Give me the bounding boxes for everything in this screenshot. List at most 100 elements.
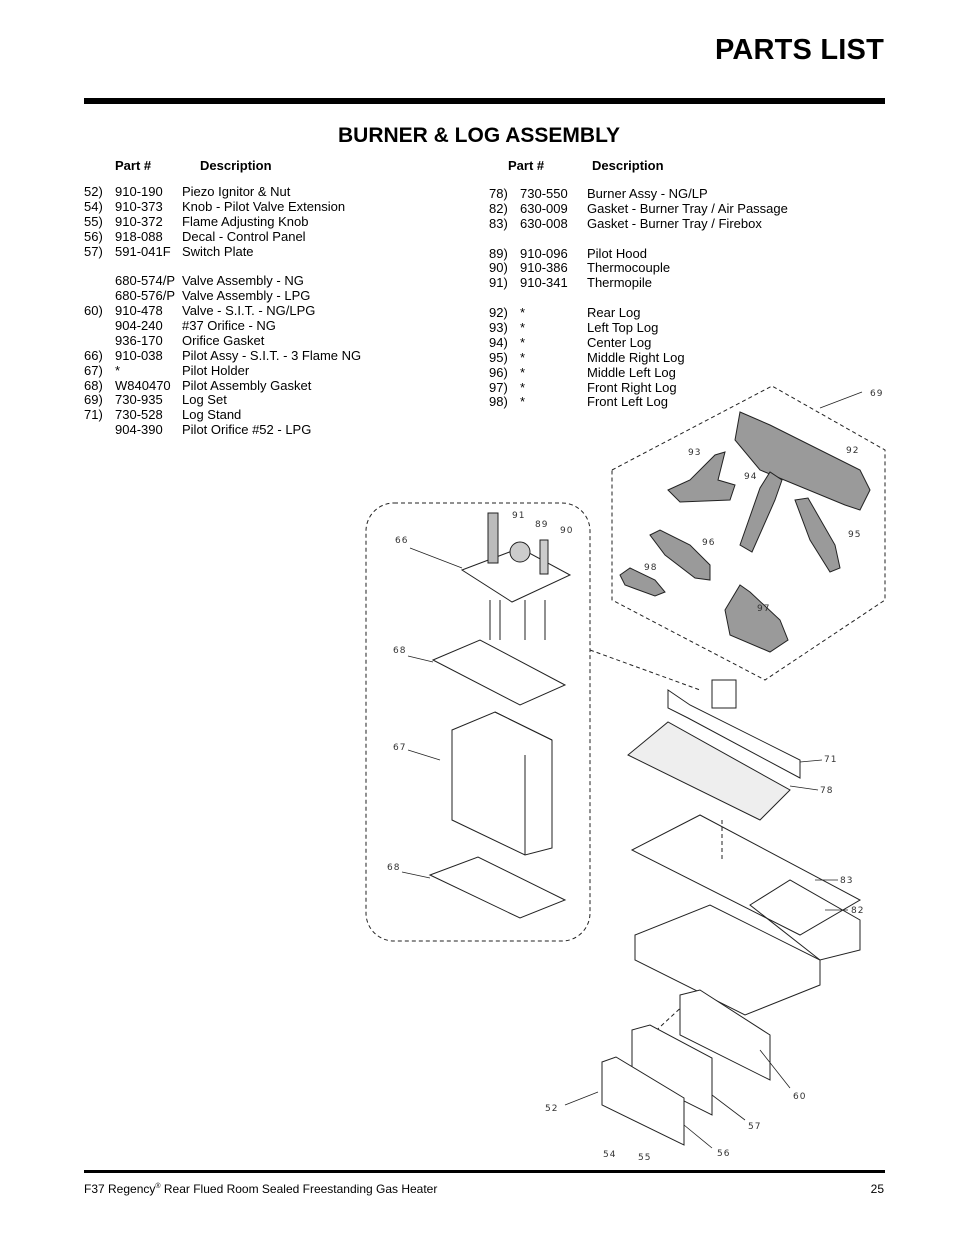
part-number: 591-041F: [115, 243, 171, 259]
middle-left-log: [649, 529, 711, 581]
item-number: 57): [84, 243, 103, 259]
item-number: 90): [489, 260, 508, 276]
log-set-outline: [611, 385, 886, 681]
front-left-log: [619, 567, 666, 597]
callout-96: 96: [702, 538, 715, 548]
gasket-air-passage: [749, 879, 861, 961]
part-number: 910-373: [115, 198, 163, 214]
part-number: 910-386: [520, 260, 568, 276]
callout-66: 66: [395, 536, 408, 546]
valve-housing: [679, 989, 771, 1081]
part-row: 98)*Front Left Log: [489, 395, 788, 410]
callout-60: 60: [793, 1092, 806, 1102]
pilot-gasket-bottom: [428, 856, 567, 919]
middle-right-log: [794, 497, 841, 573]
part-description: Valve Assembly - NG: [182, 273, 304, 289]
part-description: Left Top Log: [587, 320, 659, 336]
part-number: *: [520, 364, 526, 380]
item-number: 94): [489, 334, 508, 350]
gasket-firebox: [630, 814, 862, 936]
item-number: 98): [489, 394, 508, 410]
left-top-log: [667, 451, 736, 503]
part-number: 904-240: [115, 318, 163, 334]
part-number: 918-088: [115, 228, 163, 244]
item-number: 56): [84, 228, 103, 244]
log-stand: [667, 689, 801, 779]
part-row: 83) 630-008 Gasket - Burner Tray / Firebox: [489, 215, 788, 232]
item-number: 95): [489, 349, 508, 365]
part-description: Pilot Assy - S.I.T. - 3 Flame NG: [182, 347, 362, 363]
part-description: Pilot Holder: [182, 362, 250, 378]
callout-52: 52: [545, 1104, 558, 1114]
callout-94: 94: [744, 472, 757, 482]
part-row: 92)*Rear Log: [489, 305, 788, 321]
part-description: Knob - Pilot Valve Extension: [182, 198, 346, 214]
part-row: 680-574/P Valve Assembly - NG: [84, 273, 361, 289]
item-number: 54): [84, 198, 103, 214]
footer-title: F37 Regency® Rear Flued Room Sealed Free…: [84, 1182, 437, 1196]
part-description: Gasket - Burner Tray / Air Passage: [587, 200, 788, 216]
part-description: Rear Log: [587, 305, 641, 321]
callout-71: 71: [824, 755, 837, 765]
burner-tray: [634, 904, 821, 1016]
part-row: 90) 910-386 Thermocouple: [489, 261, 788, 276]
item-number: 52): [84, 184, 103, 199]
part-row: 94) * Center Log: [489, 334, 788, 351]
callout-54: 54: [603, 1150, 616, 1160]
part-description: Valve Assembly - LPG: [182, 288, 311, 304]
callout-82: 82: [851, 906, 864, 916]
part-number: 910-038: [115, 347, 163, 363]
part-number: 910-341: [520, 275, 568, 291]
part-description: Thermocouple: [587, 260, 671, 276]
item-number: 82): [489, 200, 508, 216]
item-number: 71): [84, 407, 103, 423]
part-row: 56) 918-088 Decal - Control Panel: [84, 228, 361, 245]
part-description: Thermopile: [587, 275, 653, 291]
part-number: 630-008: [520, 215, 568, 231]
part-number: 680-574/P: [115, 273, 175, 289]
part-row: 93)*Left Top Log: [489, 320, 788, 336]
item-number: 93): [489, 320, 508, 336]
footer-model: F37 Regency: [84, 1182, 156, 1196]
callout-97: 97: [757, 604, 770, 614]
footer-rule: [84, 1170, 885, 1173]
part-description: Decal - Control Panel: [182, 228, 306, 244]
pilot-assembly-outline: [365, 502, 591, 942]
callout-95: 95: [848, 530, 861, 540]
left-part-header: Part #: [115, 158, 152, 173]
part-description: Pilot Hood: [587, 245, 647, 261]
right-part-header: Part #: [508, 158, 545, 173]
pilot-plate: [460, 547, 572, 603]
burner-assembly: [627, 721, 791, 821]
part-row: 680-576/P Valve Assembly - LPG: [84, 288, 361, 304]
part-number: 730-550: [520, 186, 568, 201]
callout-89: 89: [535, 520, 548, 530]
part-row: 97)*Front Right Log: [489, 379, 788, 396]
pilot-holder: [451, 711, 553, 856]
part-description: Center Log: [587, 334, 652, 350]
item-number: 83): [489, 215, 508, 231]
callout-93: 93: [688, 448, 701, 458]
item-number: 89): [489, 245, 508, 261]
header-rule: [84, 98, 885, 104]
callout-56: 56: [717, 1149, 730, 1159]
part-number: *: [520, 334, 526, 350]
part-number: W840470: [115, 377, 171, 393]
part-description: Gasket - Burner Tray / Firebox: [587, 215, 762, 231]
center-log: [739, 471, 783, 553]
part-description: Burner Assy - NG/LP: [587, 186, 708, 201]
callout-92: 92: [846, 446, 859, 456]
callout-68-bottom: 68: [387, 863, 400, 873]
part-description: Front Right Log: [587, 379, 677, 395]
part-number: 680-576/P: [115, 288, 175, 304]
callout-78: 78: [820, 786, 833, 796]
